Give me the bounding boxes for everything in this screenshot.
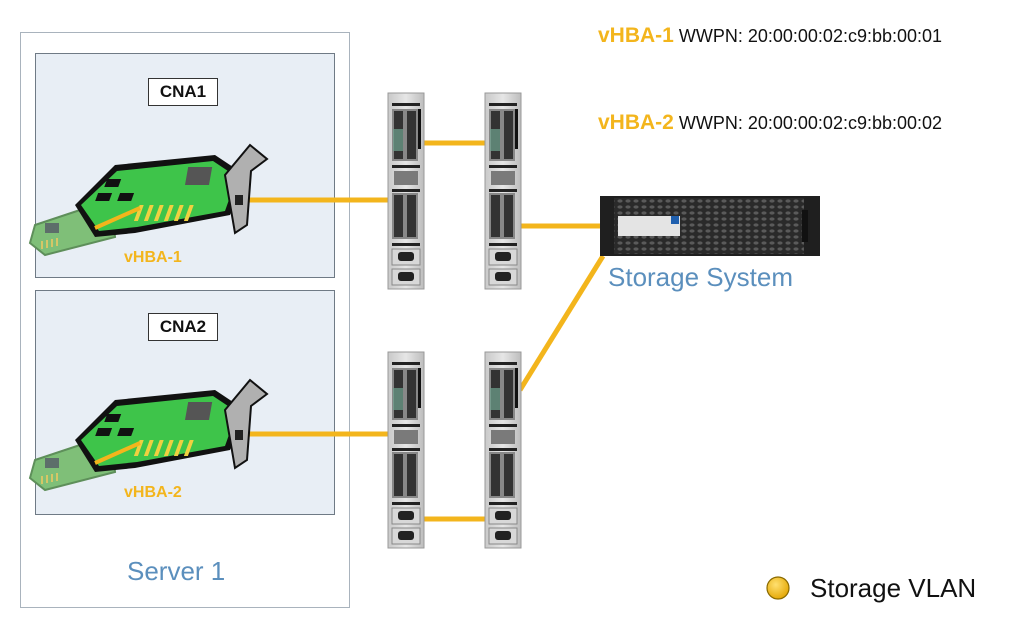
storage-system-icon <box>600 196 820 256</box>
switch-3-icon <box>387 351 425 549</box>
legend-label: Storage VLAN <box>810 573 977 603</box>
wwpn-vhba-name: vHBA-2 <box>598 111 674 134</box>
switch-2-icon <box>484 92 522 290</box>
cna1-card-icon <box>29 144 268 256</box>
cna2-card-icon <box>29 379 268 491</box>
legend-dot-icon <box>766 576 790 600</box>
server-label: Server 1 <box>127 556 226 586</box>
wwpn-line-1: vHBA-1 WWPN: 20:00:00:02:c9:bb:00:01 <box>598 24 942 48</box>
wwpn-value: WWPN: 20:00:00:02:c9:bb:00:02 <box>678 113 943 133</box>
wwpn-line-2: vHBA-2 WWPN: 20:00:00:02:c9:bb:00:02 <box>598 111 942 135</box>
vlan-links <box>228 140 606 522</box>
cna1-vhba-label: vHBA-1 <box>124 249 182 266</box>
switch-1-icon <box>387 92 425 290</box>
switch-4-icon <box>484 351 522 549</box>
cna2-label: CNA2 <box>148 313 218 341</box>
cna1-label: CNA1 <box>148 78 218 106</box>
wwpn-value: WWPN: 20:00:00:02:c9:bb:00:01 <box>678 26 943 46</box>
storage-label: Storage System <box>608 262 793 292</box>
cna2-vhba-label: vHBA-2 <box>124 484 182 501</box>
wwpn-vhba-name: vHBA-1 <box>598 24 674 47</box>
link-switch4-storage <box>517 254 606 392</box>
